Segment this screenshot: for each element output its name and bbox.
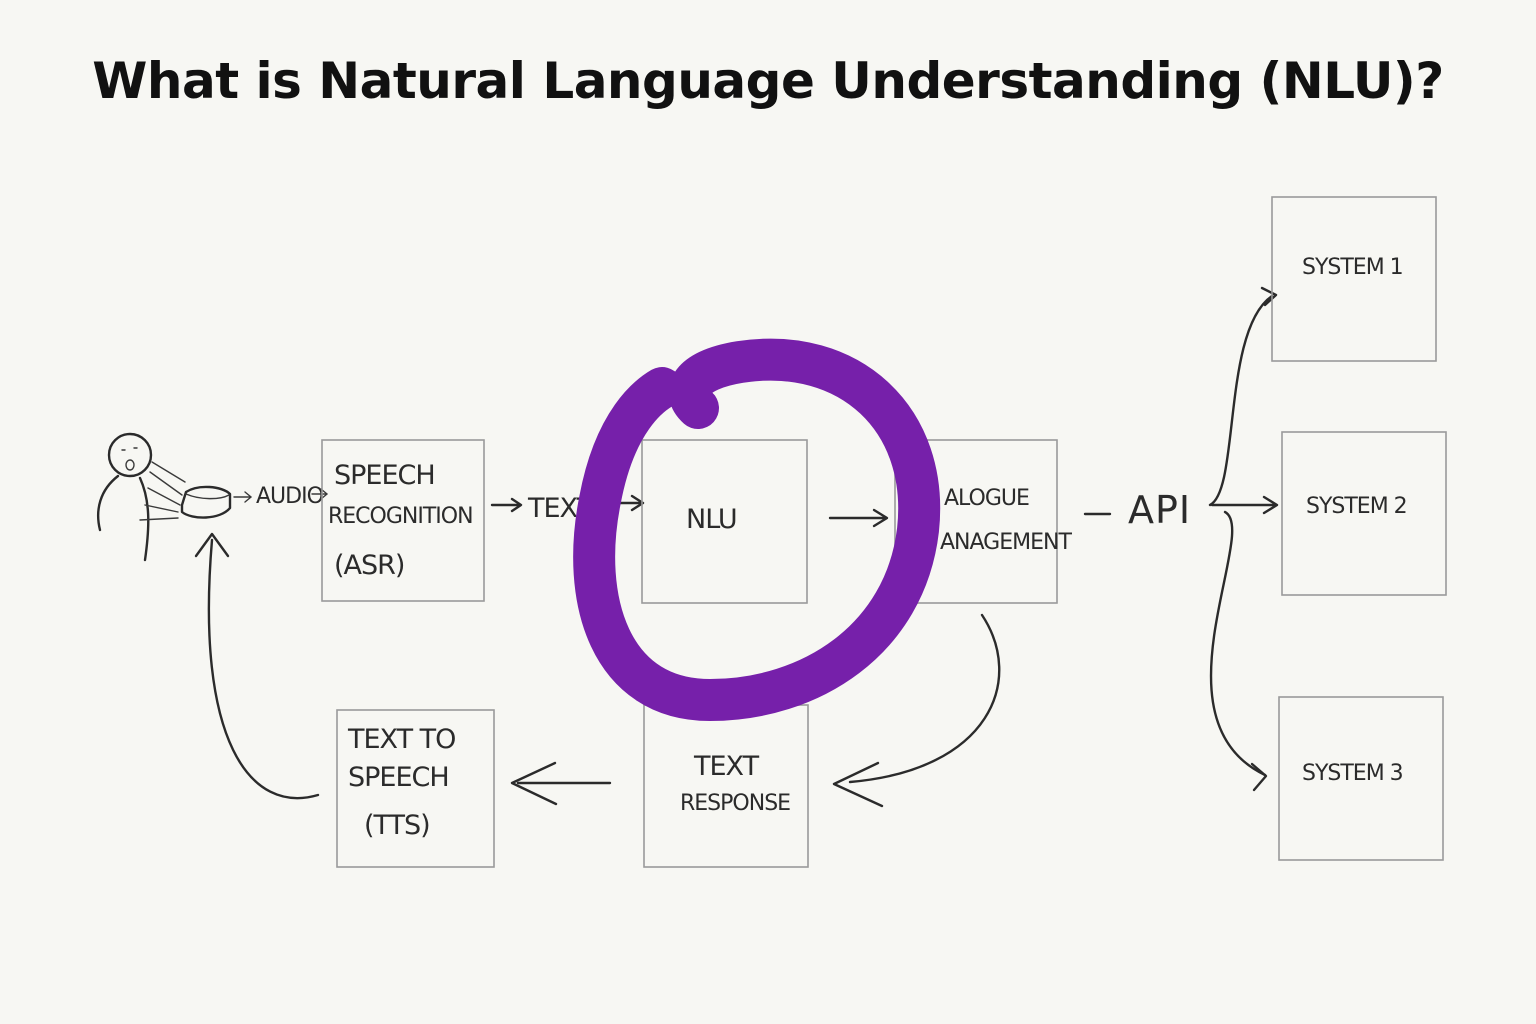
- system-1-label: SYSTEM 1: [1302, 255, 1403, 280]
- tts-label-2: SPEECH: [348, 762, 449, 793]
- speech-recognition-label-3: (ASR): [334, 550, 404, 581]
- api-to-system2-arrow: [1210, 495, 1279, 515]
- speech-recognition-box: [321, 439, 485, 602]
- system-2-box: [1281, 431, 1447, 596]
- system-3-label: SYSTEM 3: [1302, 761, 1403, 786]
- tts-to-person-arrow: [207, 538, 320, 800]
- system-3-box: [1278, 696, 1444, 861]
- api-label: API: [1128, 488, 1191, 532]
- asr-to-text-arrow: [490, 497, 523, 513]
- nlu-label: NLU: [686, 504, 737, 535]
- speech-recognition-label-1: SPEECH: [334, 460, 435, 491]
- api-to-system3-arrow: [1209, 510, 1267, 777]
- dialogue-management-label-1: ALOGUE: [944, 486, 1029, 511]
- text-response-label-1: TEXT: [693, 751, 760, 782]
- tts-label-3: (TTS): [364, 810, 430, 841]
- text-response-label-2: RESPONSE: [680, 791, 790, 816]
- dialogue-to-response-arrow: [848, 613, 1001, 784]
- page-title: What is Natural Language Understanding (…: [92, 52, 1444, 110]
- tts-box: [336, 709, 495, 868]
- audio-label: AUDIO: [256, 484, 324, 509]
- dialogue-management-box: [894, 439, 1058, 604]
- person-icon: [96, 432, 186, 562]
- nlu-highlight-circle: [573, 338, 941, 721]
- system-1-box: [1271, 196, 1437, 362]
- nlu-box: [641, 439, 808, 604]
- system-2-label: SYSTEM 2: [1306, 494, 1407, 519]
- text-response-box: [643, 704, 809, 868]
- api-to-system1-arrow: [1208, 294, 1274, 507]
- nlu-to-dialogue-arrow: [828, 508, 889, 528]
- tts-label-1: TEXT TO: [347, 724, 455, 755]
- microphone-icon: [180, 485, 232, 519]
- dialogue-management-label-2: ANAGEMENT: [940, 530, 1072, 555]
- speech-recognition-label-2: RECOGNITION: [328, 504, 473, 529]
